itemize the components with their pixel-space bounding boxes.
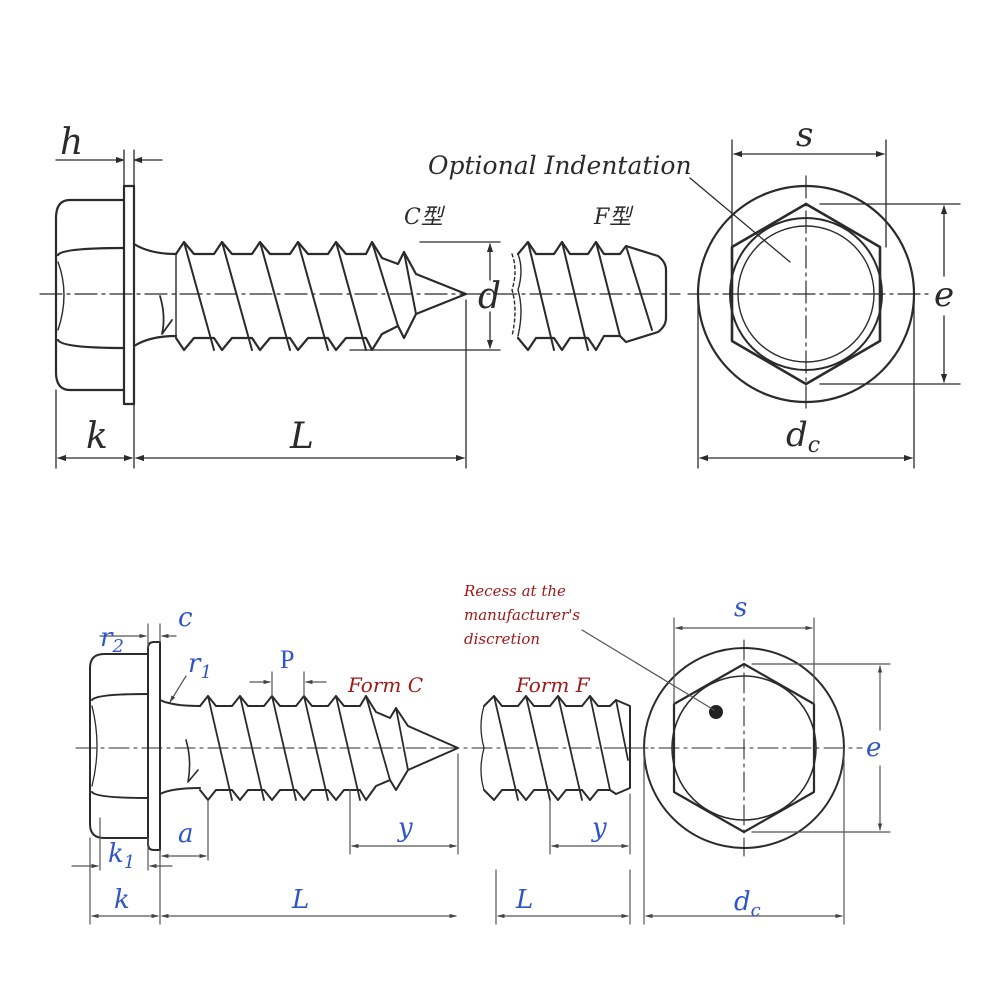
top-label-s: s [796, 115, 813, 155]
bottom-label-k1-sub: 1 [124, 852, 135, 873]
bottom-note-line-1: Recess at the [463, 582, 566, 600]
bottom-label-P: P [280, 645, 294, 674]
bottom-end-view [581, 617, 891, 925]
bottom-label-y-form-c: y [397, 813, 413, 843]
top-label-dc-sub: c [808, 433, 820, 458]
bottom-label-r1-sub: 1 [200, 662, 211, 683]
top-thread-form-c [132, 240, 468, 352]
bottom-label-k: k [114, 885, 130, 915]
top-labels: h k L d C型 F型 Optional Indentation s e d… [60, 115, 954, 458]
bottom-hex-head [89, 653, 149, 839]
bottom-flange [147, 641, 161, 851]
top-thread-form-f [511, 240, 668, 352]
top-end-view [687, 139, 961, 469]
bottom-diagram [71, 617, 891, 925]
bottom-label-dc-sub: c [751, 900, 761, 921]
bottom-label-L-form-f: L [515, 885, 533, 915]
top-label-k: k [86, 416, 108, 457]
bottom-note-line-2: manufacturer's [464, 606, 580, 624]
bottom-recess-dot [709, 705, 723, 719]
top-label-L: L [289, 416, 314, 457]
bottom-label-form-c: Form C [347, 673, 423, 697]
top-label-optional-indentation: Optional Indentation [428, 151, 692, 180]
top-hex-head [54, 198, 126, 392]
bottom-labels: r2 c r1 P Form C Form F k1 a y y k L L s… [100, 582, 881, 921]
bottom-dimensions [71, 623, 631, 925]
bottom-label-y-form-f: y [591, 813, 607, 843]
bottom-label-e: e [866, 733, 881, 763]
top-label-form-f: F型 [593, 205, 634, 230]
bottom-label-r1-main: r [188, 649, 202, 679]
top-flange [122, 184, 136, 406]
top-label-e: e [934, 275, 954, 315]
bottom-label-r2-sub: 2 [111, 636, 123, 657]
top-diagram [39, 139, 961, 469]
bottom-label-c: c [178, 603, 193, 633]
bottom-recess-note: Recess at the manufacturer's discretion [463, 582, 580, 648]
top-label-dc-main: d [786, 415, 808, 455]
top-label-dc: dc [786, 415, 820, 458]
bottom-label-L-form-c: L [291, 885, 309, 915]
bottom-label-dc: dc [734, 887, 761, 921]
top-label-form-c: C型 [404, 205, 446, 230]
bottom-label-form-f: Form F [515, 673, 591, 697]
bottom-label-s: s [734, 593, 747, 623]
top-label-d: d [478, 276, 501, 317]
bottom-label-r2: r2 [100, 623, 124, 657]
bottom-label-k1: k1 [108, 839, 135, 873]
bottom-label-dc-main: d [734, 887, 751, 917]
bottom-label-k1-main: k [108, 839, 124, 869]
top-dimensions [55, 149, 501, 469]
bottom-note-line-3: discretion [464, 630, 540, 648]
bottom-label-r2-main: r [100, 623, 114, 653]
bottom-label-r1: r1 [188, 649, 212, 683]
top-label-h: h [60, 122, 83, 163]
bottom-label-a: a [178, 819, 194, 849]
